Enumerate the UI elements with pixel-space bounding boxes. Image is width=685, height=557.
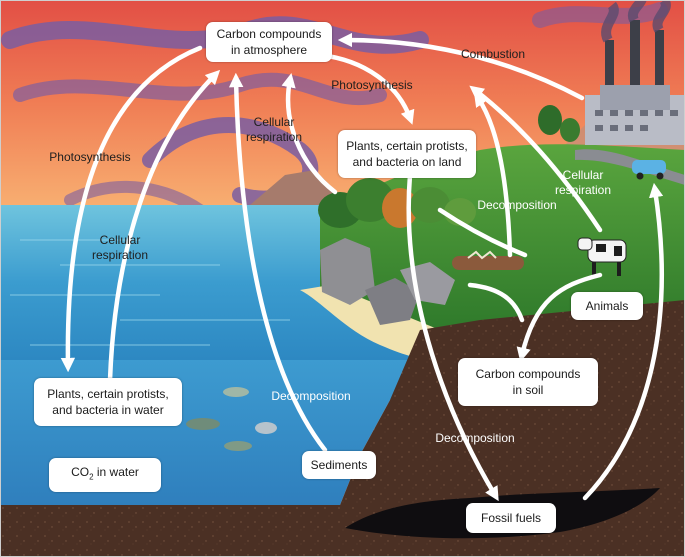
sediments-box: Sediments — [302, 451, 376, 479]
plants-land-label: Plants, certain protists, and bacteria o… — [346, 139, 468, 169]
decomposition-water-label: Decomposition — [271, 389, 351, 403]
sediments-label: Sediments — [310, 458, 368, 472]
distant-mountain — [250, 170, 340, 210]
soil-label: Carbon compounds in soil — [475, 367, 581, 397]
cellular-respiration-center-label: Cellular respiration — [245, 115, 303, 144]
photosynthesis-left-label: Photosynthesis — [49, 150, 131, 164]
cellular-respiration-left-label: Cellular respiration — [91, 233, 149, 262]
decaying-log — [452, 250, 524, 270]
car — [632, 160, 666, 180]
beach — [300, 285, 440, 361]
cow — [577, 237, 627, 276]
fossil-fuels-box: Fossil fuels — [466, 503, 556, 533]
co2-water-label: CO2 in water — [71, 464, 139, 485]
combustion-label: Combustion — [460, 47, 526, 61]
plants-water-box: Plants, certain protists, and bacteria i… — [34, 378, 182, 426]
soil-box: Carbon compounds in soil — [458, 358, 598, 406]
photosynthesis-center-label: Photosynthesis — [331, 78, 413, 92]
animals-box: Animals — [571, 292, 643, 320]
co2-subscript: 2 — [89, 472, 94, 482]
atmosphere-box: Carbon compounds in atmosphere — [206, 22, 332, 62]
fish — [186, 387, 277, 451]
factory — [585, 0, 685, 145]
co2-in-water-text: in water — [93, 465, 139, 480]
co2-water-box: CO2 in water — [49, 458, 161, 492]
cycle-arrows — [60, 32, 664, 502]
decomposition-soil-label: Decomposition — [435, 431, 515, 445]
fossil-fuels-label: Fossil fuels — [480, 511, 542, 525]
co2-text: CO — [71, 465, 90, 480]
plants-water-label: Plants, certain protists, and bacteria i… — [47, 387, 169, 417]
animals-label: Animals — [585, 299, 629, 313]
plants-land-box: Plants, certain protists, and bacteria o… — [338, 130, 476, 178]
cellular-respiration-right-label: Cellular respiration — [554, 168, 612, 197]
decomposition-land-label: Decomposition — [477, 198, 557, 212]
atmosphere-label: Carbon compounds in atmosphere — [216, 27, 322, 57]
